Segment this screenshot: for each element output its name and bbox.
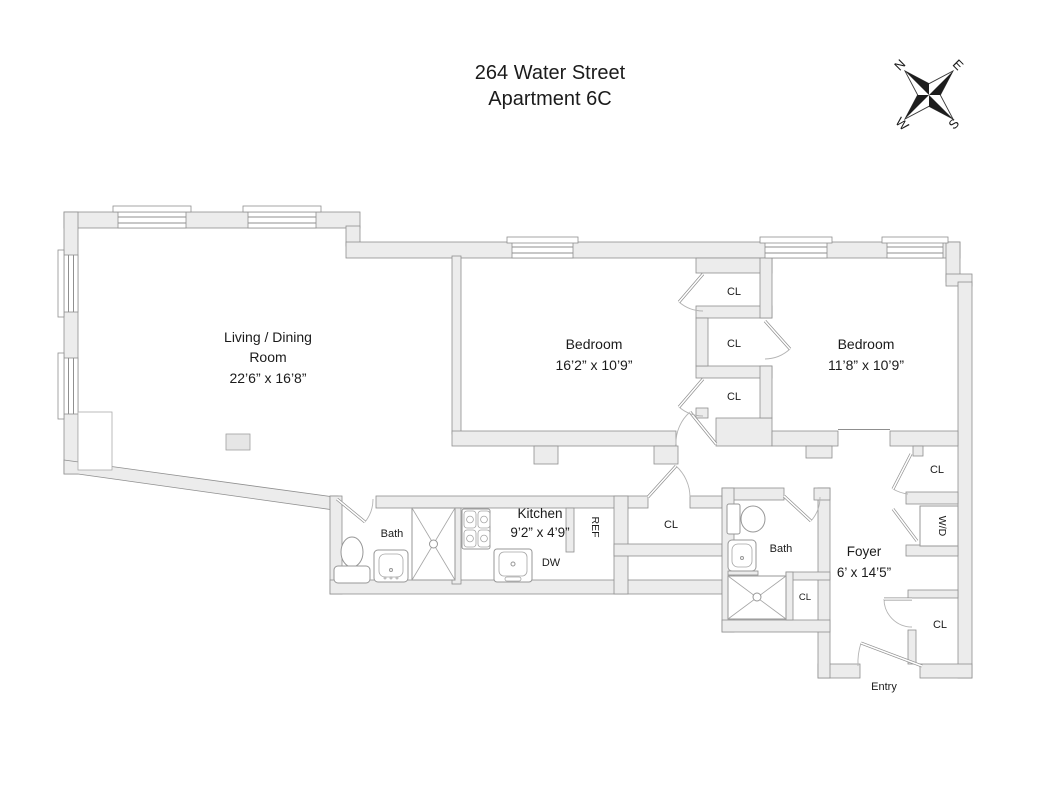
living-room-label-2: Room — [249, 349, 286, 365]
shower-right-bath — [727, 575, 787, 620]
plan-title-unit: Apartment 6C — [488, 88, 612, 110]
compass-north-label: N — [891, 56, 908, 73]
living-window-left-1 — [57, 249, 79, 318]
doors — [336, 273, 923, 668]
windows — [57, 205, 949, 420]
living-column — [225, 433, 251, 451]
closet2-door — [763, 320, 792, 360]
hall-closet-label: CL — [664, 519, 678, 531]
closet2-label: CL — [727, 338, 741, 350]
bath-right-label: Bath — [770, 543, 793, 555]
foyer-closet-door — [891, 453, 913, 495]
washer-dryer-door — [891, 508, 919, 542]
living-window-left-2 — [57, 352, 79, 420]
shower-left-bath — [411, 507, 456, 581]
living-window-top-1 — [112, 205, 192, 229]
washer-dryer-label: W/D — [936, 516, 948, 537]
walls — [63, 211, 973, 679]
foyer-label: Foyer — [847, 544, 882, 559]
living-window-top-2 — [242, 205, 322, 229]
bath-right-door — [782, 494, 821, 523]
closet3-label: CL — [727, 391, 741, 403]
refrigerator-label: REF — [589, 517, 601, 538]
kitchen-sink — [493, 548, 533, 583]
toilet-right — [726, 503, 766, 535]
bottom-closet-door — [883, 597, 913, 628]
toilet-left — [333, 536, 371, 584]
bedroom1-window — [506, 236, 579, 259]
bedroom1-door — [675, 411, 718, 445]
washer-dryer-box — [919, 505, 959, 547]
kitchen-dims: 9’2” x 4’9” — [510, 525, 569, 540]
bath-left-door — [336, 497, 374, 524]
living-room-dims: 22’6” x 16’8” — [229, 370, 306, 386]
compass-south-label: S — [945, 115, 962, 132]
plan-title: 264 Water Street Apartment 6C — [400, 60, 700, 112]
entry-label: Entry — [871, 681, 897, 693]
bedroom1-label: Bedroom — [566, 336, 623, 352]
closet1-door — [677, 273, 705, 312]
sink-right-bath — [727, 539, 757, 572]
living-enclosure — [77, 411, 113, 471]
bedroom2-window-2 — [881, 236, 949, 259]
closet1-label: CL — [727, 286, 741, 298]
bottom-closet-label: CL — [933, 619, 947, 631]
foyer-closet-label: CL — [930, 464, 944, 476]
living-room-label: Living / Dining — [224, 329, 312, 345]
bath-left-label: Bath — [381, 528, 404, 540]
bedroom2-window-1 — [759, 236, 833, 259]
closet3-door — [677, 378, 705, 417]
foyer-dims: 6’ x 14’5” — [837, 565, 891, 580]
dishwasher-label: DW — [542, 557, 561, 569]
stove — [461, 508, 491, 550]
plan-title-address: 264 Water Street — [474, 62, 626, 84]
compass-rose: N E W S — [891, 56, 967, 134]
bedroom2-dims: 11’8” x 10’9” — [828, 357, 904, 373]
bedroom1-dims: 16’2” x 10’9” — [555, 357, 632, 373]
entry-door — [857, 641, 923, 668]
bedroom2-label: Bedroom — [838, 336, 895, 352]
hallway-door — [646, 464, 691, 499]
sink-left-bath — [373, 549, 409, 583]
fixtures — [77, 411, 959, 620]
room-labels: Living / Dining Room 22’6” x 16’8” Bedro… — [224, 286, 948, 693]
bath-closet-label: CL — [799, 592, 811, 603]
kitchen-label: Kitchen — [517, 506, 562, 521]
